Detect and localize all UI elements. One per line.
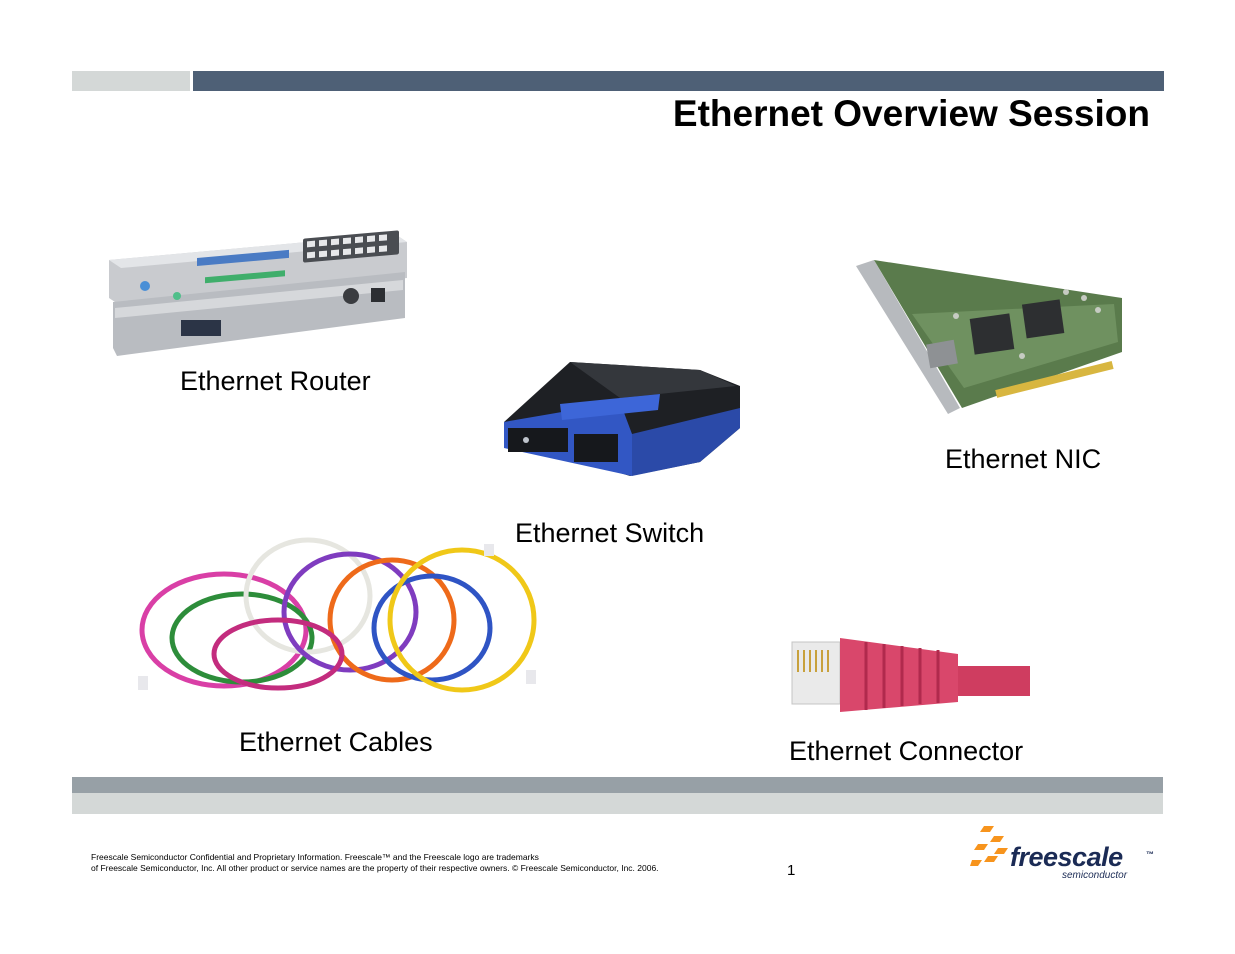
logo-wordmark: freescale: [1010, 842, 1123, 872]
item-label-router: Ethernet Router: [180, 366, 371, 396]
footer-line-2: of Freescale Semiconductor, Inc. All oth…: [91, 863, 659, 873]
footer-line-1: Freescale Semiconductor Confidential and…: [91, 852, 539, 862]
freescale-logo-mark-icon: [970, 826, 1008, 866]
cables-image: [132, 520, 540, 700]
page-number: 1: [787, 862, 796, 879]
item-label-switch: Ethernet Switch: [515, 518, 705, 548]
switch-image: [500, 358, 744, 490]
logo-tm: ™: [1146, 850, 1154, 859]
header-bar-left: [72, 71, 190, 91]
footer-bar-light: [72, 793, 1163, 814]
item-label-cables: Ethernet Cables: [239, 727, 433, 757]
nic-card-image: [852, 258, 1128, 418]
slide-title: Ethernet Overview Session: [672, 93, 1150, 134]
header-bar-right: [193, 71, 1164, 91]
item-label-connector: Ethernet Connector: [789, 736, 1024, 766]
item-label-nic: Ethernet NIC: [945, 444, 1102, 474]
rj45-connector-image: [788, 632, 1030, 714]
footer-bar-dark: [72, 777, 1163, 793]
freescale-logo: freescale ™ semiconductor: [970, 824, 1160, 884]
logo-subtitle: semiconductor: [1062, 870, 1128, 881]
router-image: [105, 228, 411, 360]
footer-disclaimer: Freescale Semiconductor Confidential and…: [91, 852, 659, 874]
